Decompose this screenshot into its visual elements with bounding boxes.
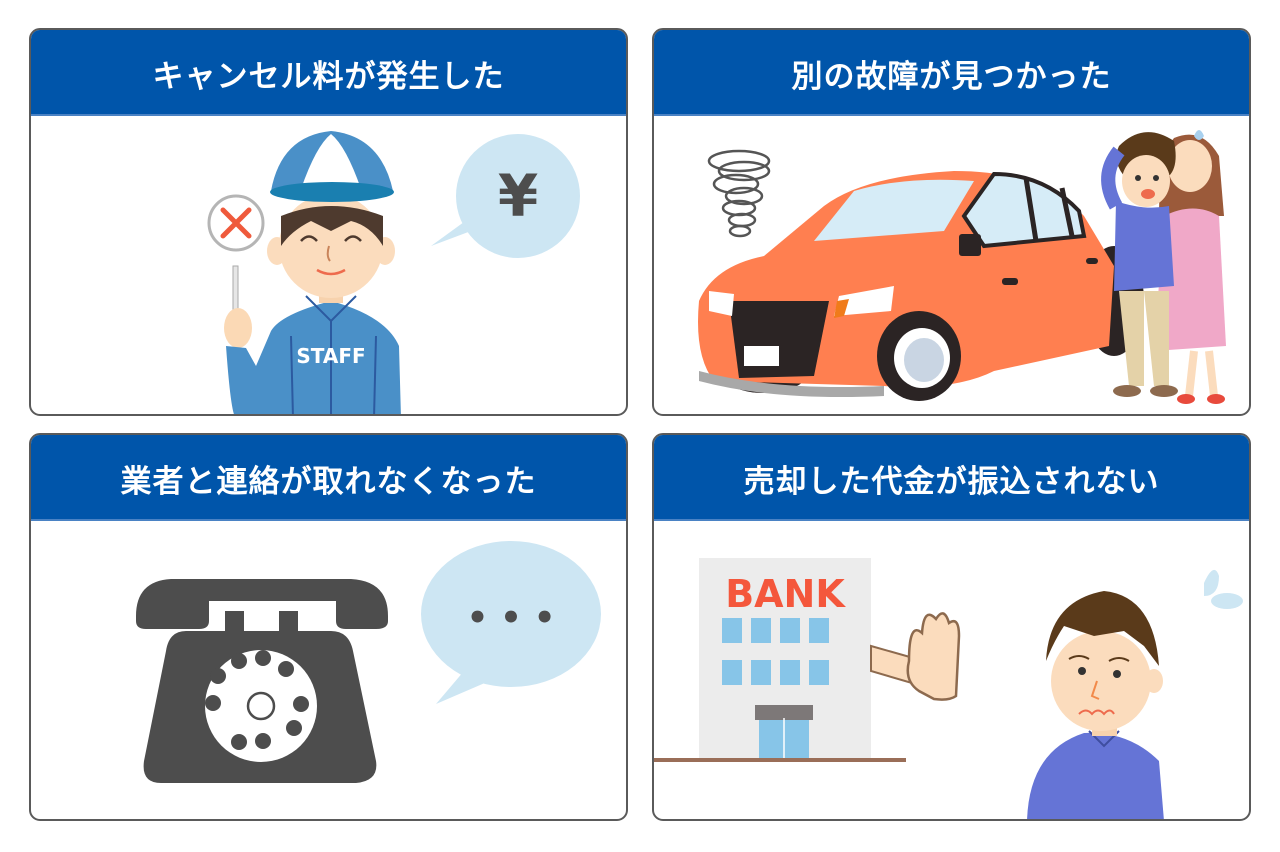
- bank-illustration: BANK: [654, 558, 1243, 819]
- bank-label: BANK: [725, 572, 846, 616]
- staff-illustration: STAFF ¥: [207, 131, 580, 414]
- card-lost-contact: 業者と連絡が取れなくなった: [29, 433, 628, 821]
- card-payment-not-received: 売却した代金が振込されない BANK: [652, 433, 1251, 821]
- rotary-phone-icon: [136, 579, 388, 783]
- smoke-scribble-icon: [707, 149, 771, 238]
- stop-hand-icon: [870, 612, 961, 701]
- card-illustration: BANK: [654, 521, 1249, 819]
- card-title: 売却した代金が振込されない: [654, 435, 1249, 521]
- speech-bubble: • • •: [421, 541, 601, 704]
- worried-man: [1027, 569, 1243, 819]
- bank-building-icon: BANK: [654, 558, 906, 762]
- card-title: キャンセル料が発生した: [31, 30, 626, 116]
- ellipsis-icon: • • •: [467, 598, 556, 638]
- card-cancellation-fee: キャンセル料が発生した STAFF: [29, 28, 628, 416]
- speech-bubble: ¥: [431, 134, 580, 258]
- card-illustration: • • •: [31, 521, 626, 819]
- broken-car-illustration: [698, 130, 1226, 404]
- phone-illustration: • • •: [136, 541, 601, 783]
- staff-label: STAFF: [296, 344, 365, 368]
- card-title: 別の故障が見つかった: [654, 30, 1249, 116]
- worried-man: [1101, 132, 1178, 397]
- card-illustration: STAFF ¥: [31, 116, 626, 414]
- x-sign-icon: [207, 194, 265, 327]
- card-title: 業者と連絡が取れなくなった: [31, 435, 626, 521]
- car: [698, 171, 1144, 401]
- card-illustration: [654, 116, 1249, 414]
- yen-icon: ¥: [498, 162, 538, 230]
- card-another-failure: 別の故障が見つかった: [652, 28, 1251, 416]
